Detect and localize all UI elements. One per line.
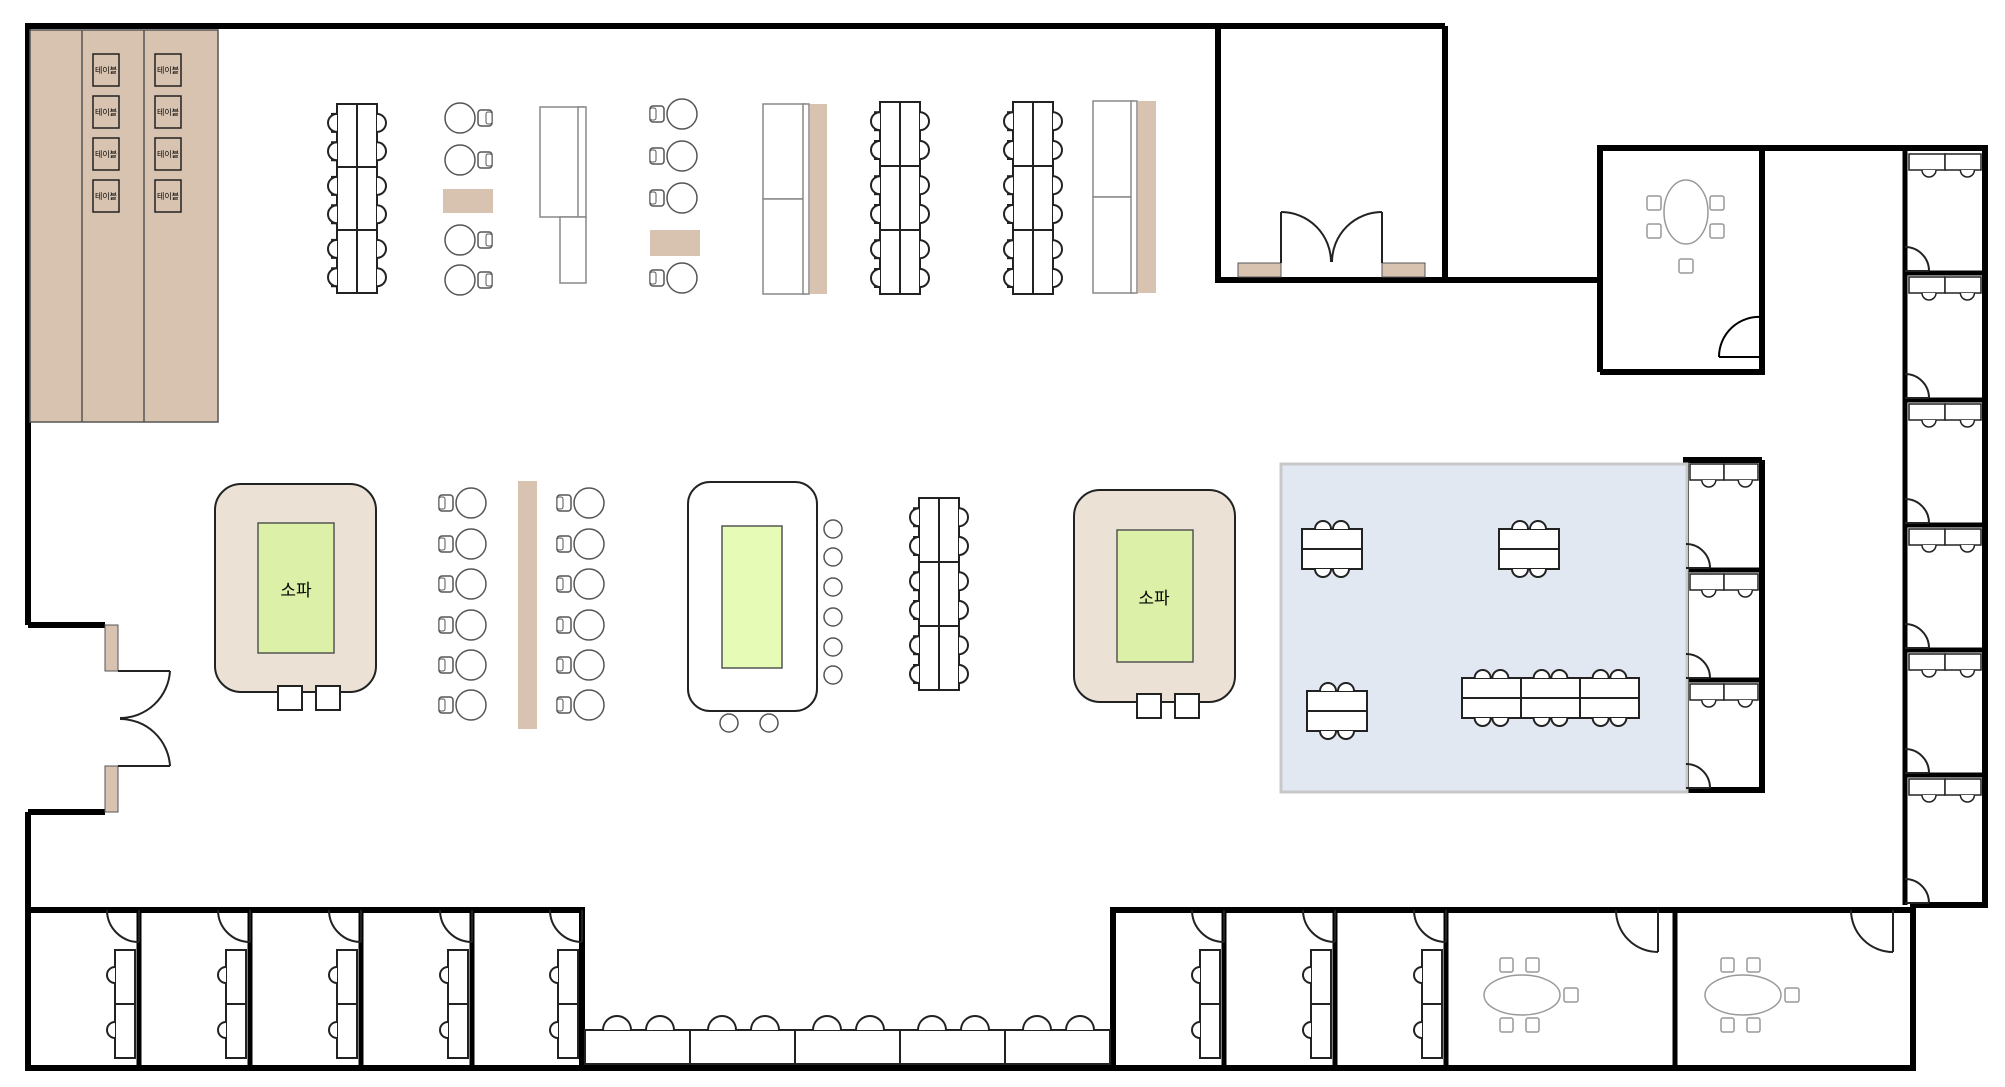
wood-bench-2 [650,230,700,256]
sofa-1: 소파 [214,483,377,711]
booth-furniture [106,909,1447,1059]
table-tag: 테이블 [92,53,120,87]
desk-cluster-2 [870,101,930,295]
counter-2 [762,103,827,295]
entrance-double-door [1237,211,1426,278]
bottom-right-rooms [1221,910,1678,1068]
right-mid-rooms-wall [1683,457,1765,793]
table-tag-label: 테이블 [95,107,117,117]
cafe-divider-tables [438,487,605,721]
table-tag: 테이블 [154,179,182,213]
entrance-room-wall [1215,26,1448,283]
desk-cluster-3 [1003,101,1063,295]
table-tag-label: 테이블 [95,65,117,75]
bottom-right-rooms-wall [1110,907,1913,1068]
top-seating [327,98,1156,296]
small-meeting-room [1646,179,1763,358]
table-tag-label: 테이블 [157,191,179,201]
table-tag-label: 테이블 [95,191,117,201]
desk-cluster-1 [327,103,387,294]
sofa-label-2: 소파 [1138,589,1170,609]
side-entrance-door [104,624,171,813]
counter-1 [539,106,587,284]
bottom-left-rooms-wall [28,907,585,1068]
table-tag-label: 테이블 [157,65,179,75]
table-tag-label: 테이블 [157,107,179,117]
outer-wall [25,23,1988,1071]
bench-row [584,1015,1111,1065]
study-zone [1279,462,1689,794]
table-tag-label: 테이블 [157,149,179,159]
meeting-rooms [1483,909,1894,1033]
right-room-furniture [1685,153,1982,904]
table-tag: 테이블 [154,95,182,129]
counter-3 [1092,100,1156,294]
table-tag: 테이블 [154,53,182,87]
storage-shelves [29,29,219,423]
bottom-left-rooms [136,910,475,1068]
sofa-2: 소파 [1073,489,1236,719]
table-tag-label: 테이블 [95,149,117,159]
right-rooms [1686,148,1985,905]
table-tag: 테이블 [92,95,120,129]
sofa-label-1: 소파 [280,581,312,601]
cafe-tables-1 [444,102,493,296]
cafe-tables-2 [649,98,698,294]
left-entrance-wall [28,622,105,815]
wood-divider [518,481,537,729]
wood-bench-1 [443,189,493,213]
table-tag: 테이블 [92,137,120,171]
table-tag: 테이블 [154,137,182,171]
desk-cluster-4 [909,497,969,691]
table-tag: 테이블 [92,179,120,213]
lounge-table [687,481,843,733]
